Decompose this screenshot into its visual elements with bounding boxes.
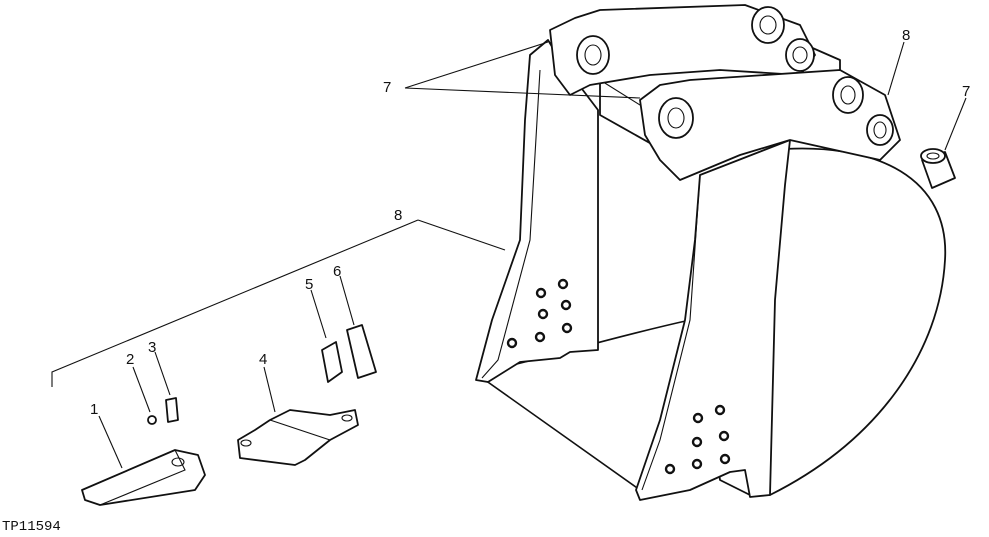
- callout-1: 1: [90, 401, 98, 418]
- wear-strip-part: [346, 324, 377, 379]
- bucket: [475, 4, 956, 501]
- callout-4: 4: [259, 351, 267, 368]
- callout-7-left: 7: [383, 79, 391, 96]
- callouts: 1 2 3 4 5 6 7 7 8 8: [90, 27, 970, 418]
- callout-8-top: 8: [902, 27, 910, 44]
- pin-part: [165, 397, 179, 423]
- lock-washer-part: [147, 415, 157, 425]
- callout-8-left: 8: [394, 207, 402, 224]
- callout-6: 6: [333, 263, 341, 280]
- callout-7-right: 7: [962, 83, 970, 100]
- bucket-right-side-plate: [635, 139, 791, 501]
- left-plate-bolt-holes: [506, 278, 573, 349]
- callout-3: 3: [148, 339, 156, 356]
- leader-lines: [51, 41, 967, 469]
- tooth-part: [81, 449, 206, 506]
- right-mounting-bracket: [639, 69, 901, 181]
- bushing: [920, 148, 956, 189]
- callout-2: 2: [126, 351, 134, 368]
- retainer-part: [321, 341, 343, 383]
- callout-5: 5: [305, 276, 313, 293]
- right-plate-bolt-holes: [664, 404, 731, 475]
- adapter-part: [237, 409, 359, 466]
- figure-code: TP11594: [2, 519, 61, 535]
